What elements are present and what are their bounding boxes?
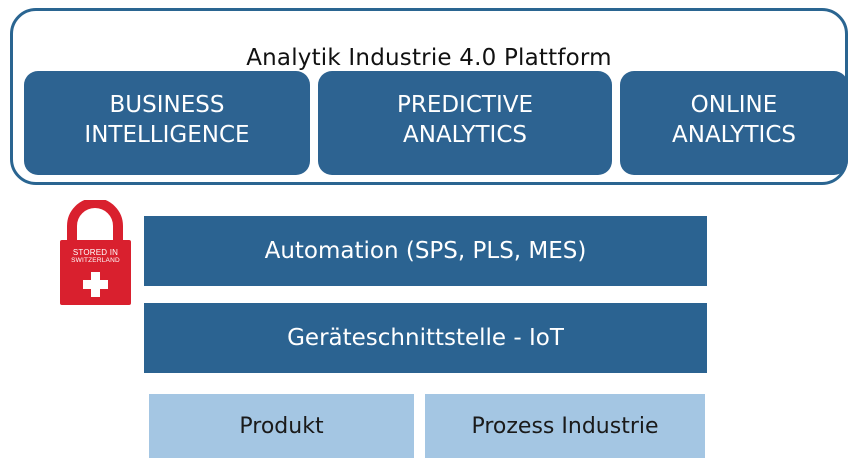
field-process-industry: Prozess Industrie	[425, 394, 705, 458]
module-business-intelligence: BUSINESS INTELLIGENCE	[24, 71, 310, 175]
module-online-analytics: ONLINE ANALYTICS	[620, 71, 848, 175]
module-predictive-analytics: PREDICTIVE ANALYTICS	[318, 71, 612, 175]
layer-automation: Automation (SPS, PLS, MES)	[144, 216, 707, 286]
platform-title: Analytik Industrie 4.0 Plattform	[246, 45, 612, 71]
badge-line-2: SWITZERLAND	[71, 257, 120, 264]
swiss-cross-padlock-icon	[60, 198, 131, 305]
stored-in-switzerland-badge: STORED IN SWITZERLAND	[58, 198, 133, 306]
layer-device-interface-iot: Geräteschnittstelle - IoT	[144, 303, 707, 373]
field-product: Produkt	[149, 394, 414, 458]
badge-line-1: STORED IN	[72, 248, 119, 257]
